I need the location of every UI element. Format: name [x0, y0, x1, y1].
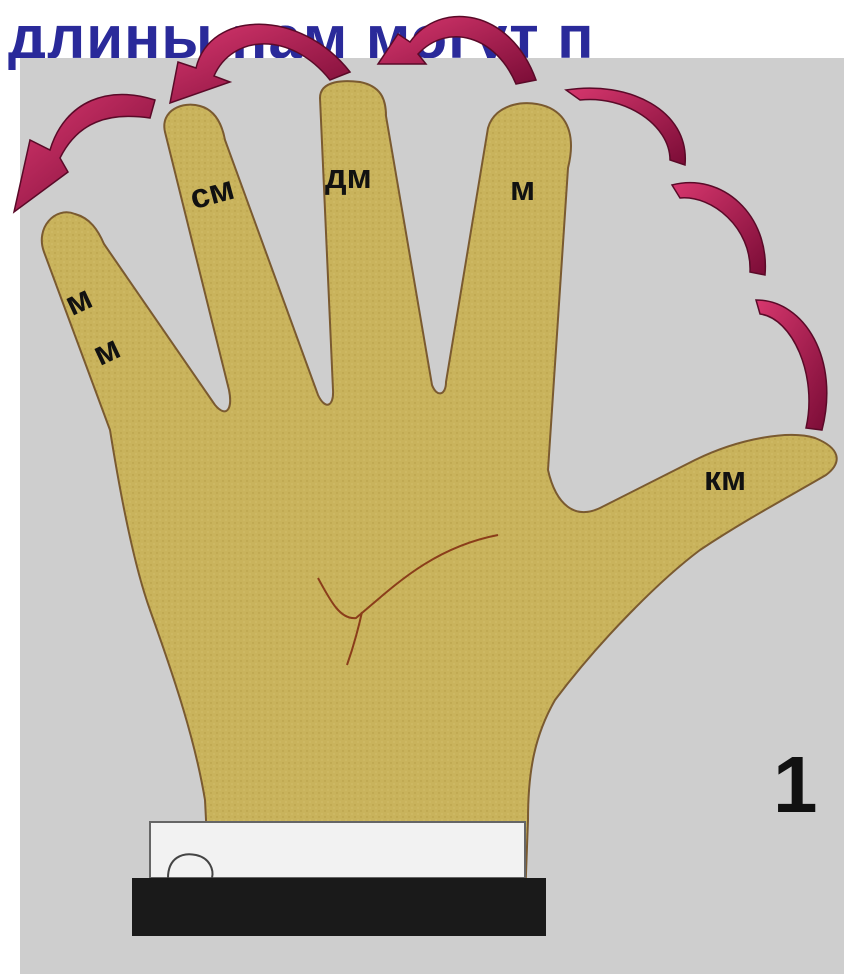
arrow-little-to-ring: [14, 94, 155, 212]
sleeve: [132, 878, 546, 936]
arrow-middle-to-index: [378, 16, 536, 84]
index-finger-label: м: [510, 172, 535, 206]
slide-number: 1: [773, 745, 818, 825]
middle-finger-label: дм: [325, 160, 372, 194]
arrow-index-to-thumb-3: [756, 300, 827, 430]
shirt-cuff: [150, 822, 525, 878]
thumb-label: км: [704, 462, 746, 496]
arrow-index-to-thumb-2: [672, 183, 765, 275]
arrow-index-to-thumb-1: [566, 88, 685, 165]
